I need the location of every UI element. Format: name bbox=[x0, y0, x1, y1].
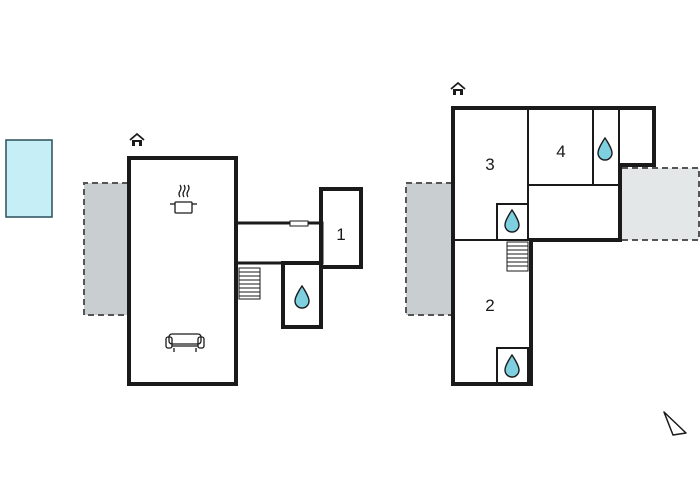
stairs-icon bbox=[506, 241, 529, 272]
pool bbox=[5, 139, 53, 218]
door-marker bbox=[289, 220, 309, 227]
cooking-pot-icon bbox=[170, 184, 197, 214]
terrace-left bbox=[83, 182, 128, 316]
room-3-label: 3 bbox=[485, 155, 494, 174]
bathroom-2 bbox=[496, 347, 529, 385]
room-1-label: 1 bbox=[336, 225, 345, 244]
north-arrow-icon bbox=[663, 411, 687, 436]
house-entrance-icon bbox=[450, 81, 466, 95]
corridor bbox=[234, 221, 324, 265]
stairs-icon bbox=[238, 267, 261, 300]
bathroom-3 bbox=[496, 203, 529, 241]
house-entrance-icon bbox=[129, 132, 145, 146]
terrace-right bbox=[622, 167, 700, 241]
sofa-icon bbox=[165, 333, 205, 352]
water-drop-icon bbox=[504, 353, 520, 378]
room-2-label: 2 bbox=[485, 296, 494, 315]
room-4-label: 4 bbox=[556, 142, 565, 161]
right-building-outline bbox=[451, 106, 656, 386]
bathroom-left bbox=[281, 261, 323, 329]
water-drop-icon bbox=[597, 136, 613, 161]
water-drop-icon bbox=[504, 208, 520, 233]
main-hall-left bbox=[127, 156, 238, 386]
water-drop-icon bbox=[294, 284, 310, 309]
terrace-middle bbox=[405, 182, 452, 316]
room-1-area bbox=[319, 187, 363, 269]
